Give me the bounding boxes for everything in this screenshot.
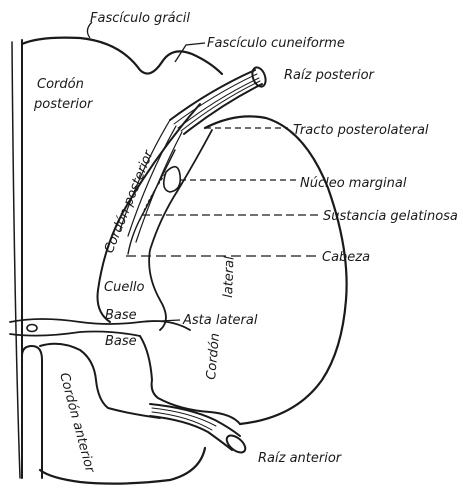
label-cordon-anterior: Cordón anterior	[56, 371, 97, 475]
label-cuello: Cuello	[104, 280, 145, 295]
label-tracto-posterolateral: Tracto posterolateral	[293, 123, 429, 138]
label-cabeza: Cabeza	[322, 250, 370, 265]
label-base-1: Base	[105, 308, 137, 323]
label-raiz-anterior: Raíz anterior	[258, 451, 343, 466]
nucleo-marginal-shape	[164, 167, 181, 192]
posterior-outline	[22, 38, 222, 74]
label-cordon-posterior-line2: posterior	[33, 97, 94, 112]
anterior-outline	[40, 448, 205, 484]
label-sustancia-gelatinosa: Sustancia gelatinosa	[323, 209, 458, 224]
left-edge	[12, 42, 20, 478]
label-cordon-posterior-line1: Cordón	[37, 77, 84, 92]
label-raiz-posterior: Raíz posterior	[284, 68, 376, 83]
central-canal	[27, 325, 37, 332]
label-lateral: lateral	[221, 256, 237, 298]
label-nucleo-marginal: Núcleo marginal	[300, 176, 407, 191]
label-fasciculo-gracil: Fascículo grácil	[90, 11, 190, 26]
label-cordon-lateral: Cordón	[204, 332, 223, 380]
label-asta-lateral: Asta lateral	[182, 313, 258, 328]
label-fasciculo-cuneiforme: Fascículo cuneiforme	[207, 36, 345, 51]
label-base-2: Base	[105, 334, 137, 349]
anterior-fissure	[22, 346, 42, 478]
